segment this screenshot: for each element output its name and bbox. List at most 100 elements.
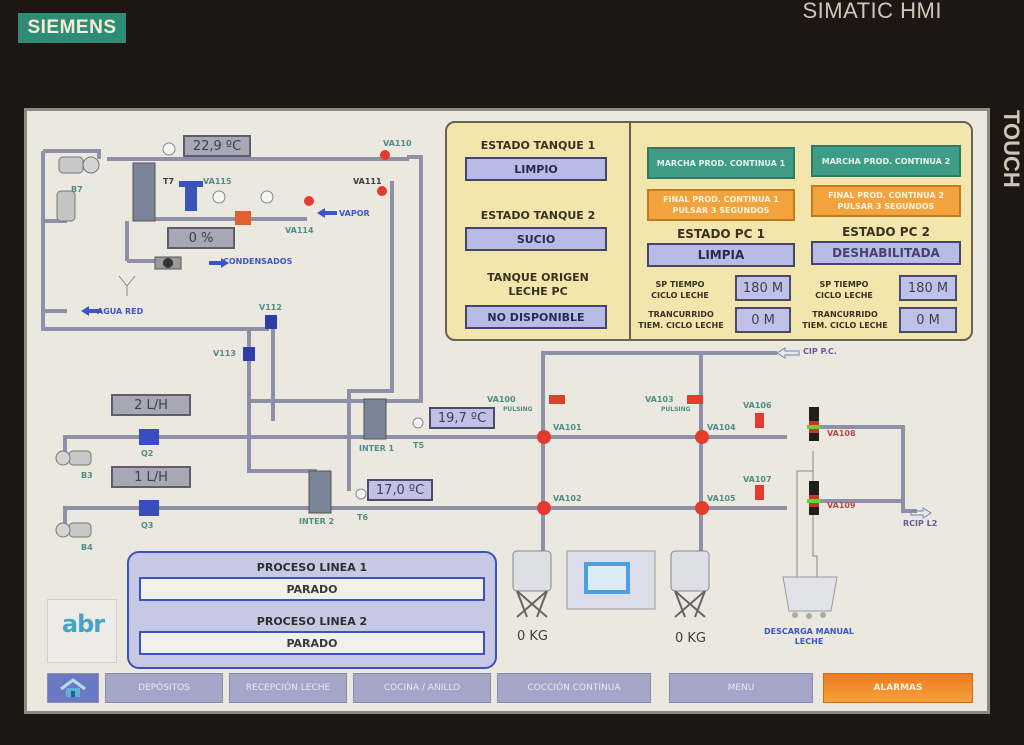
line1-process-label: PROCESO LINEA 1 <box>256 561 368 574</box>
valve-va103-label[interactable]: VA103 <box>645 395 674 404</box>
expansion-tank-icon <box>56 190 76 222</box>
home-button[interactable] <box>47 673 99 703</box>
valve-va100-actuator <box>549 395 565 404</box>
line2-process-value: PARADO <box>139 631 485 655</box>
tank2-status-value: SUCIO <box>465 227 607 251</box>
line2-process-label: PROCESO LINEA 2 <box>256 615 368 628</box>
tank-1-icon <box>512 550 552 618</box>
pc1-elapsed-label-line1: TRANCURRIDO <box>648 310 714 319</box>
nav-depositos[interactable]: DEPÓSITOS <box>105 673 223 703</box>
temp-t6-label: T6 <box>357 513 369 522</box>
process-diagram <box>41 142 932 619</box>
q3-flow-readout: 1 L/H <box>111 466 191 488</box>
tank-status-panel: ESTADO TANQUE 1 LIMPIO ESTADO TANQUE 2 S… <box>445 121 631 341</box>
pc2-elapsed-value: 0 M <box>899 307 957 333</box>
valve-va102-label[interactable]: VA102 <box>553 494 582 503</box>
inter2-label: INTER 2 <box>299 517 335 526</box>
flowmeter-steam-icon <box>235 211 251 225</box>
valve-va110-label: VA110 <box>383 139 412 148</box>
pipe <box>43 149 101 159</box>
condensados-label: CONDENSADOS <box>223 257 293 266</box>
origin-tank-label-1: TANQUE ORIGEN <box>487 271 589 284</box>
tank-2-icon <box>670 550 710 618</box>
valve-v112-label: V112 <box>259 303 282 312</box>
valve-opening-readout[interactable]: 0 % <box>167 227 235 249</box>
arrow-condensados-icon <box>209 258 229 268</box>
flow-q3-label: Q3 <box>141 521 154 530</box>
va103-pulsing-label: PULSING <box>661 406 691 413</box>
pump-b7-icon <box>58 156 100 174</box>
nav-alarmas[interactable]: ALARMAS <box>823 673 973 703</box>
pc2-state-value: DESHABILITADA <box>811 241 961 265</box>
valve-va103-actuator <box>687 395 703 404</box>
valve-va107-actuator <box>755 485 764 500</box>
valve-va107-label[interactable]: VA107 <box>743 475 772 484</box>
origin-tank-value: NO DISPONIBLE <box>465 305 607 329</box>
simatic-hmi-label: SIMATIC HMI <box>802 0 942 23</box>
pipe <box>107 157 409 161</box>
pc2-sp-label-line1: SP TIEMPO <box>819 280 869 289</box>
valve-va100-label[interactable]: VA100 <box>487 395 516 404</box>
nav-cocina-anillo[interactable]: COCINA / ANILLO <box>353 673 491 703</box>
end-pc2-line1: FINAL PROD. CONTINUA 2 <box>828 191 944 200</box>
flowmeter-q3-icon <box>139 500 159 516</box>
flowmeter-q2-icon <box>139 429 159 445</box>
pc1-sp-value[interactable]: 180 M <box>735 275 791 301</box>
origin-tank-label-2: LECHE PC <box>508 285 568 298</box>
inter1-label: INTER 1 <box>359 444 395 453</box>
touch-label: TOUCH <box>999 110 1024 188</box>
valve-va101-label[interactable]: VA101 <box>553 423 582 432</box>
pipe <box>363 155 423 403</box>
end-pc2-line2: PULSAR 3 SEGUNDOS <box>837 202 935 211</box>
pipe <box>817 425 917 513</box>
bottom-nav: DEPÓSITOS RECEPCIÓN LECHE COCINA / ANILL… <box>47 673 977 705</box>
pc2-sp-value[interactable]: 180 M <box>899 275 957 301</box>
nav-menu[interactable]: MENU <box>669 673 813 703</box>
pc1-elapsed-value: 0 M <box>735 307 791 333</box>
valve-v113-icon <box>243 347 255 361</box>
pump-b4-label: B4 <box>81 543 93 552</box>
valve-va108-icon <box>807 407 821 441</box>
steam-trap-core <box>163 258 173 268</box>
valve-va109-label[interactable]: VA109 <box>827 501 856 510</box>
pc1-state-value: LIMPIA <box>647 243 795 267</box>
pipe <box>63 435 787 456</box>
hmi-screen: B7 T7 VA115 VA114 VA110 VA111 VAPOR COND… <box>24 108 990 714</box>
valve-va108-label[interactable]: VA108 <box>827 429 856 438</box>
valve-va106-label[interactable]: VA106 <box>743 401 772 410</box>
pc2-sp-label-line2: CICLO LECHE <box>815 291 873 300</box>
pump-b7-label: B7 <box>71 185 83 194</box>
valve-v113-label: V113 <box>213 349 236 358</box>
valve-va102-icon <box>537 501 551 515</box>
pc1-elapsed-label-line2: TIEM. CICLO LECHE <box>638 321 724 330</box>
flow-arrows <box>81 208 337 316</box>
flow-q2-label: Q2 <box>141 449 154 458</box>
logo-text: abr <box>61 610 105 638</box>
heat-exchanger-main <box>132 162 156 222</box>
pc2-sp-label: SP TIEMPO CICLO LECHE <box>799 279 889 301</box>
end-pc1-button[interactable]: FINAL PROD. CONTINUA 1 PULSAR 3 SEGUNDOS <box>647 189 795 221</box>
company-logo: abr <box>47 599 117 663</box>
heat-exchanger-inter1 <box>363 398 387 440</box>
valve-va109-icon <box>807 481 821 515</box>
pipe <box>541 351 777 551</box>
pipe <box>247 329 317 473</box>
cip-pc-label: CIP P.C. <box>803 347 837 356</box>
pc1-state-label: ESTADO PC 1 <box>677 227 765 241</box>
valve-va114-label: VA114 <box>285 226 314 235</box>
start-pc1-button[interactable]: MARCHA PROD. CONTINUA 1 <box>647 147 795 179</box>
valve-va105-label[interactable]: VA105 <box>707 494 736 503</box>
thermometer-t7-icon <box>162 142 176 156</box>
start-pc2-button[interactable]: MARCHA PROD. CONTINUA 2 <box>811 145 961 177</box>
gauge-icon <box>212 190 226 204</box>
valve-va104-label[interactable]: VA104 <box>707 423 736 432</box>
pipe <box>347 181 394 491</box>
pump-b4-icon <box>55 522 92 538</box>
agua-red-label: AGUA RED <box>97 307 144 316</box>
vapor-label: VAPOR <box>339 209 370 218</box>
nav-coccion-continua[interactable]: COCCIÓN CONTÍNUA <box>497 673 651 703</box>
pump-b3-label: B3 <box>81 471 93 480</box>
pipe <box>63 506 787 526</box>
nav-recepcion-leche[interactable]: RECEPCIÓN LECHE <box>229 673 347 703</box>
end-pc2-button[interactable]: FINAL PROD. CONTINUA 2 PULSAR 3 SEGUNDOS <box>811 185 961 217</box>
